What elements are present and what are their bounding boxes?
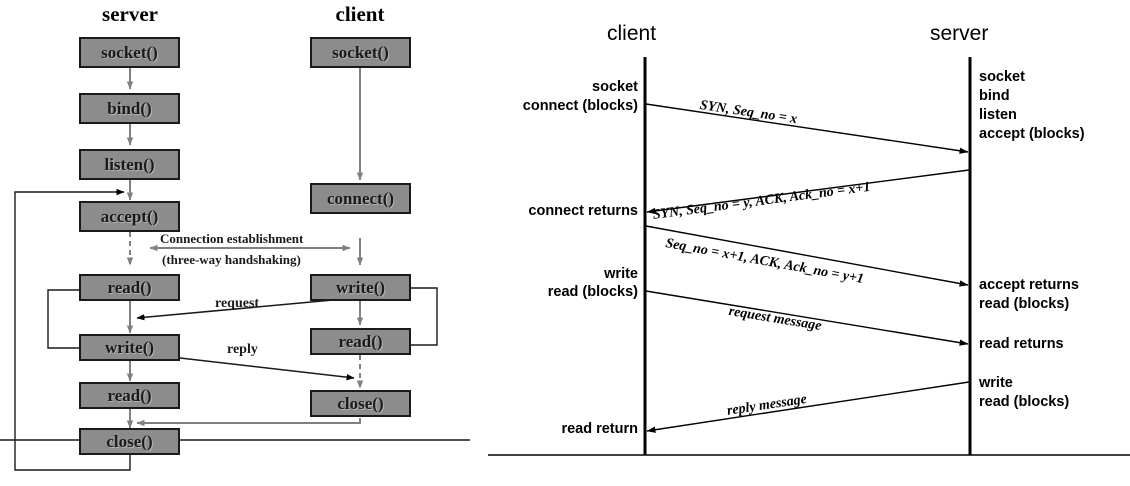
left-title-server: server bbox=[102, 2, 158, 26]
left-diagram-lines bbox=[0, 68, 470, 471]
client-label-connect-returns: connect returns bbox=[528, 203, 638, 219]
server-box-socket[interactable]: socket() bbox=[79, 37, 180, 68]
server-label-accept-returns: accept returns bbox=[979, 277, 1079, 293]
client-label-socket: socket bbox=[592, 79, 638, 95]
left-title-client: client bbox=[335, 2, 385, 26]
client-label-connect-blocks: connect (blocks) bbox=[522, 98, 638, 114]
client-box-read[interactable]: read() bbox=[310, 328, 411, 355]
client-box-connect[interactable]: connect() bbox=[310, 183, 411, 214]
client-label-read-blocks: read (blocks) bbox=[547, 284, 638, 300]
tcp-socket-flowchart: server client socket() bind() listen() a… bbox=[0, 0, 470, 486]
label-request: request bbox=[215, 296, 260, 311]
server-box-bind[interactable]: bind() bbox=[79, 93, 180, 124]
server-box-read-2[interactable]: read() bbox=[79, 382, 180, 409]
server-label-listen: listen bbox=[979, 107, 1017, 123]
client-box-close[interactable]: close() bbox=[310, 390, 411, 417]
server-label-socket: socket bbox=[979, 69, 1025, 85]
server-box-write[interactable]: write() bbox=[79, 334, 180, 361]
client-label-write: write bbox=[604, 266, 638, 282]
tcp-sequence-diagram: client server socket connect (blocks) co… bbox=[470, 0, 1130, 486]
server-box-close[interactable]: close() bbox=[79, 428, 180, 455]
label-reply: reply bbox=[227, 342, 258, 357]
server-label-bind: bind bbox=[979, 88, 1010, 104]
server-label-accept-blocks: accept (blocks) bbox=[979, 126, 1085, 142]
server-label-read-blocks-2: read (blocks) bbox=[979, 394, 1070, 410]
server-box-accept[interactable]: accept() bbox=[79, 201, 180, 232]
server-box-listen[interactable]: listen() bbox=[79, 149, 180, 180]
right-title-server: server bbox=[930, 22, 989, 45]
client-box-write[interactable]: write() bbox=[310, 274, 411, 301]
server-label-read-returns: read returns bbox=[979, 336, 1064, 352]
right-diagram-lines bbox=[488, 57, 1130, 456]
label-three-way-handshaking: (three-way handshaking) bbox=[162, 252, 301, 267]
client-label-read-return: read return bbox=[561, 421, 638, 437]
client-box-socket[interactable]: socket() bbox=[310, 37, 411, 68]
server-box-read-1[interactable]: read() bbox=[79, 274, 180, 301]
server-label-write: write bbox=[979, 375, 1013, 391]
label-connection-establishment: Connection establishment bbox=[160, 231, 304, 246]
right-title-client: client bbox=[607, 22, 657, 45]
server-label-read-blocks-1: read (blocks) bbox=[979, 296, 1070, 312]
